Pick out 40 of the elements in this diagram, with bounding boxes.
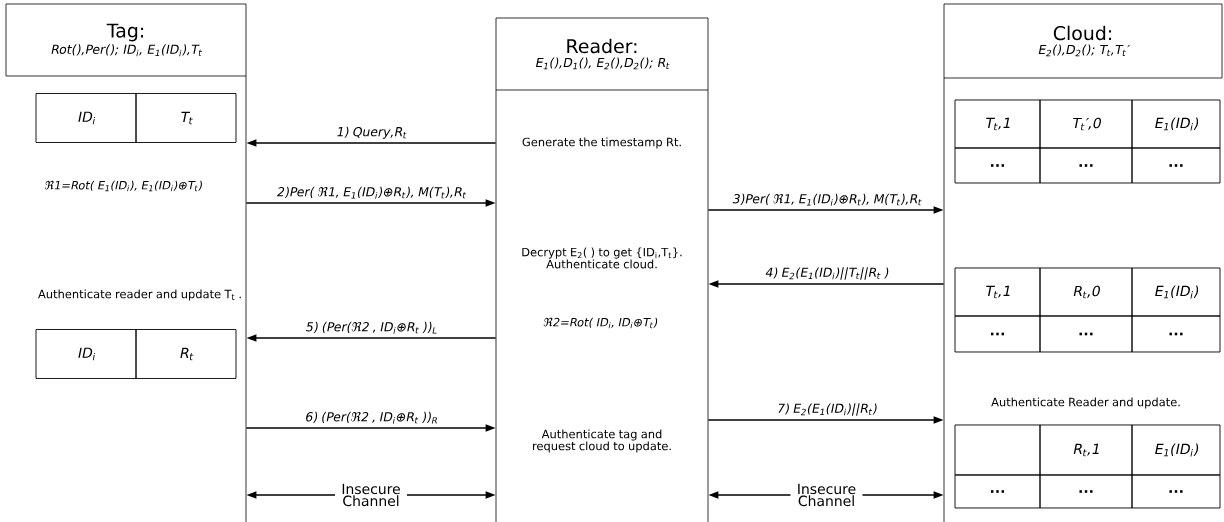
table-cell: ... — [1131, 147, 1221, 184]
table-cell: ... — [954, 474, 1041, 509]
table-cell: ... — [1039, 474, 1133, 509]
table-cell: ID$_{i}$ — [35, 93, 137, 143]
table-cell: E$_{1}$(ID$_{i}$) — [1131, 267, 1221, 317]
edge-label: 2)Per( ℜ1, E$_{1}$(ID$_{i}$)⊕R$_{t}$), M(T$_{t}$),R$_{t}$ — [277, 186, 467, 199]
note-text: Authenticate reader and update T$_{t}$ . — [38, 289, 241, 301]
table-cell: T$_{t}$,1 — [954, 99, 1041, 149]
note-text: ℜ1=Rot( E$_{1}$(ID$_{i}$), E$_{1}$(ID$_{i}$)⊕T$_{t}$) — [45, 180, 202, 192]
table-cell: R$_{t}$,1 — [1039, 424, 1133, 476]
note-text: Authenticate tag and request cloud to update. — [533, 429, 671, 453]
table-cell: ID$_{i}$ — [35, 329, 137, 379]
edge-label: Insecure Channel — [798, 483, 856, 507]
note-text: ℜ2=Rot( ID$_{i}$, ID$_{i}$⊕T$_{t}$) — [543, 317, 658, 329]
table-cell: ... — [1039, 147, 1133, 184]
table-cell: ... — [954, 147, 1041, 184]
edge-label: 7) E$_{2}$(E$_{1}$(ID$_{i}$)||R$_{t}$) — [778, 403, 877, 416]
table-cell: T$_{t}$ — [135, 93, 237, 143]
edge-label: 1) Query,R$_{t}$ — [337, 126, 407, 139]
participant-box: Tag: Rot(),Per(); ID$_{i}$, E$_{1}$(ID$_{i}$),T$_{t}$ — [5, 3, 247, 77]
edge-label: 5) (Per(ℜ2 , ID$_{i}$⊕R$_{t}$ ))$_{L}$ — [306, 321, 437, 334]
note-text: Authenticate Reader and update. — [991, 397, 1180, 409]
table-cell: ... — [1131, 315, 1221, 353]
edge-label: 6) (Per(ℜ2 , ID$_{i}$⊕R$_{t}$ ))$_{R}$ — [306, 411, 437, 424]
table-cell: T$_{t}$′,0 — [1039, 99, 1133, 149]
table-cell: R$_{t}$,0 — [1039, 267, 1133, 317]
edge-label: Insecure Channel — [342, 483, 400, 507]
note-text: Decrypt E$_{2}$( ) to get {ID$_{i}$,T$_{t}$}. Authenticate cloud. — [522, 247, 682, 269]
table-cell: T$_{t}$,1 — [954, 267, 1041, 317]
table-cell: R$_{t}$ — [135, 329, 237, 379]
participant-box: Reader: E$_{1}$(),D$_{1}$(), E$_{2}$(),D$_{2}$(); R$_{t}$ — [495, 17, 709, 91]
note-text: Generate the timestamp Rt. — [522, 137, 681, 149]
participant-box: Cloud: E$_{2}$(),D$_{2}$(); T$_{t}$,T$_{t}$′ — [943, 3, 1223, 79]
edge-label: 3)Per( ℜ1, E$_{1}$(ID$_{i}$)⊕R$_{t}$), M(T$_{t}$),R$_{t}$ — [732, 193, 922, 206]
edge-label: 4) E$_{2}$(E$_{1}$(ID$_{i}$)||T$_{t}$||R$_{t}$ ) — [765, 267, 889, 280]
table-cell: E$_{1}$(ID$_{i}$) — [1131, 99, 1221, 149]
table-cell: E$_{1}$(ID$_{i}$) — [1131, 424, 1221, 476]
table-cell: ... — [1039, 315, 1133, 353]
table-cell: ... — [1131, 474, 1221, 509]
table-cell: ... — [954, 315, 1041, 353]
